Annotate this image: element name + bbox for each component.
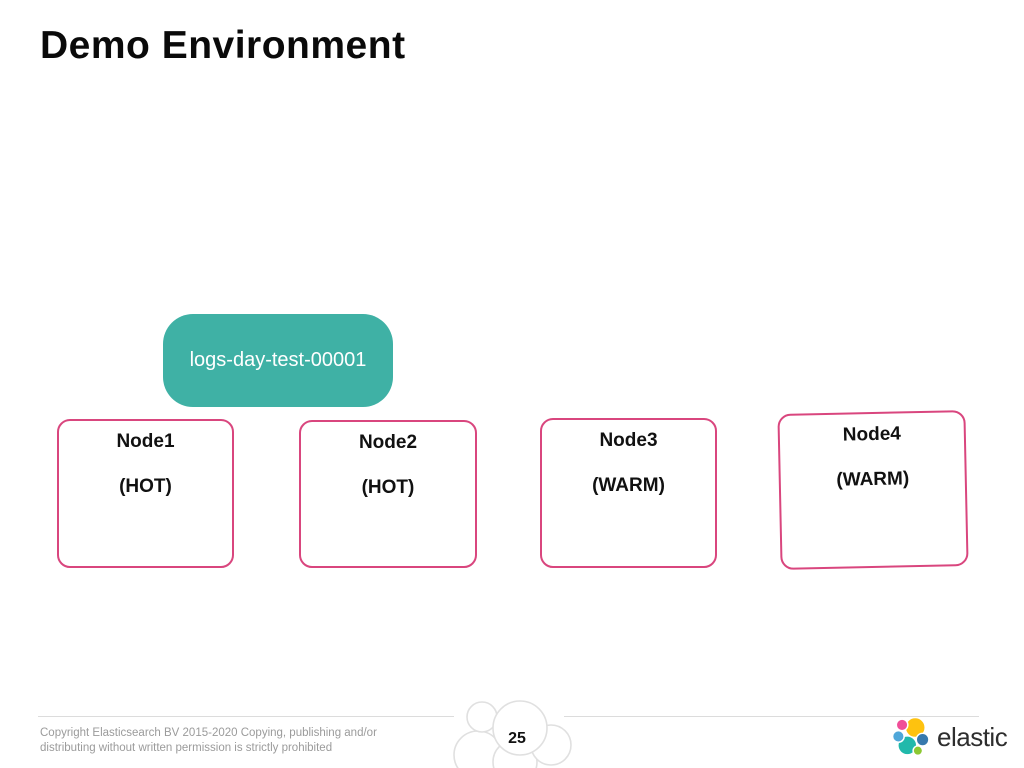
page-title: Demo Environment <box>40 24 406 67</box>
footer-divider-right <box>564 716 979 717</box>
node-name: Node1 <box>116 431 175 452</box>
index-pill-label: logs-day-test-00001 <box>189 349 367 371</box>
node-box-3: Node3 (WARM) <box>540 418 717 568</box>
node-tier: (HOT) <box>119 476 172 497</box>
node-name: Node4 <box>842 423 902 446</box>
node-tier: (WARM) <box>836 468 910 491</box>
node-box-1: Node1 (HOT) <box>57 419 234 568</box>
elastic-logo-text: elastic <box>937 721 1008 752</box>
cloud-ornament <box>453 700 572 768</box>
copyright-line-1: Copyright Elasticsearch BV 2015-2020 Cop… <box>40 727 377 739</box>
page-number: 25 <box>508 730 526 747</box>
node-tier: (HOT) <box>361 477 415 498</box>
footer-divider-left <box>38 716 454 717</box>
node-box-2: Node2 (HOT) <box>299 420 477 568</box>
copyright-text: Copyright Elasticsearch BV 2015-2020 Cop… <box>40 726 377 755</box>
node-box-4: Node4 (WARM) <box>777 410 969 570</box>
index-pill: logs-day-test-00001 <box>163 314 393 407</box>
node-name: Node2 <box>358 432 418 453</box>
node-name: Node3 <box>599 430 658 451</box>
node-tier: (WARM) <box>592 475 665 496</box>
elastic-logo: elastic <box>891 717 1008 757</box>
elastic-logo-icon <box>891 717 930 757</box>
copyright-line-2: distributing without written permission … <box>40 741 333 754</box>
